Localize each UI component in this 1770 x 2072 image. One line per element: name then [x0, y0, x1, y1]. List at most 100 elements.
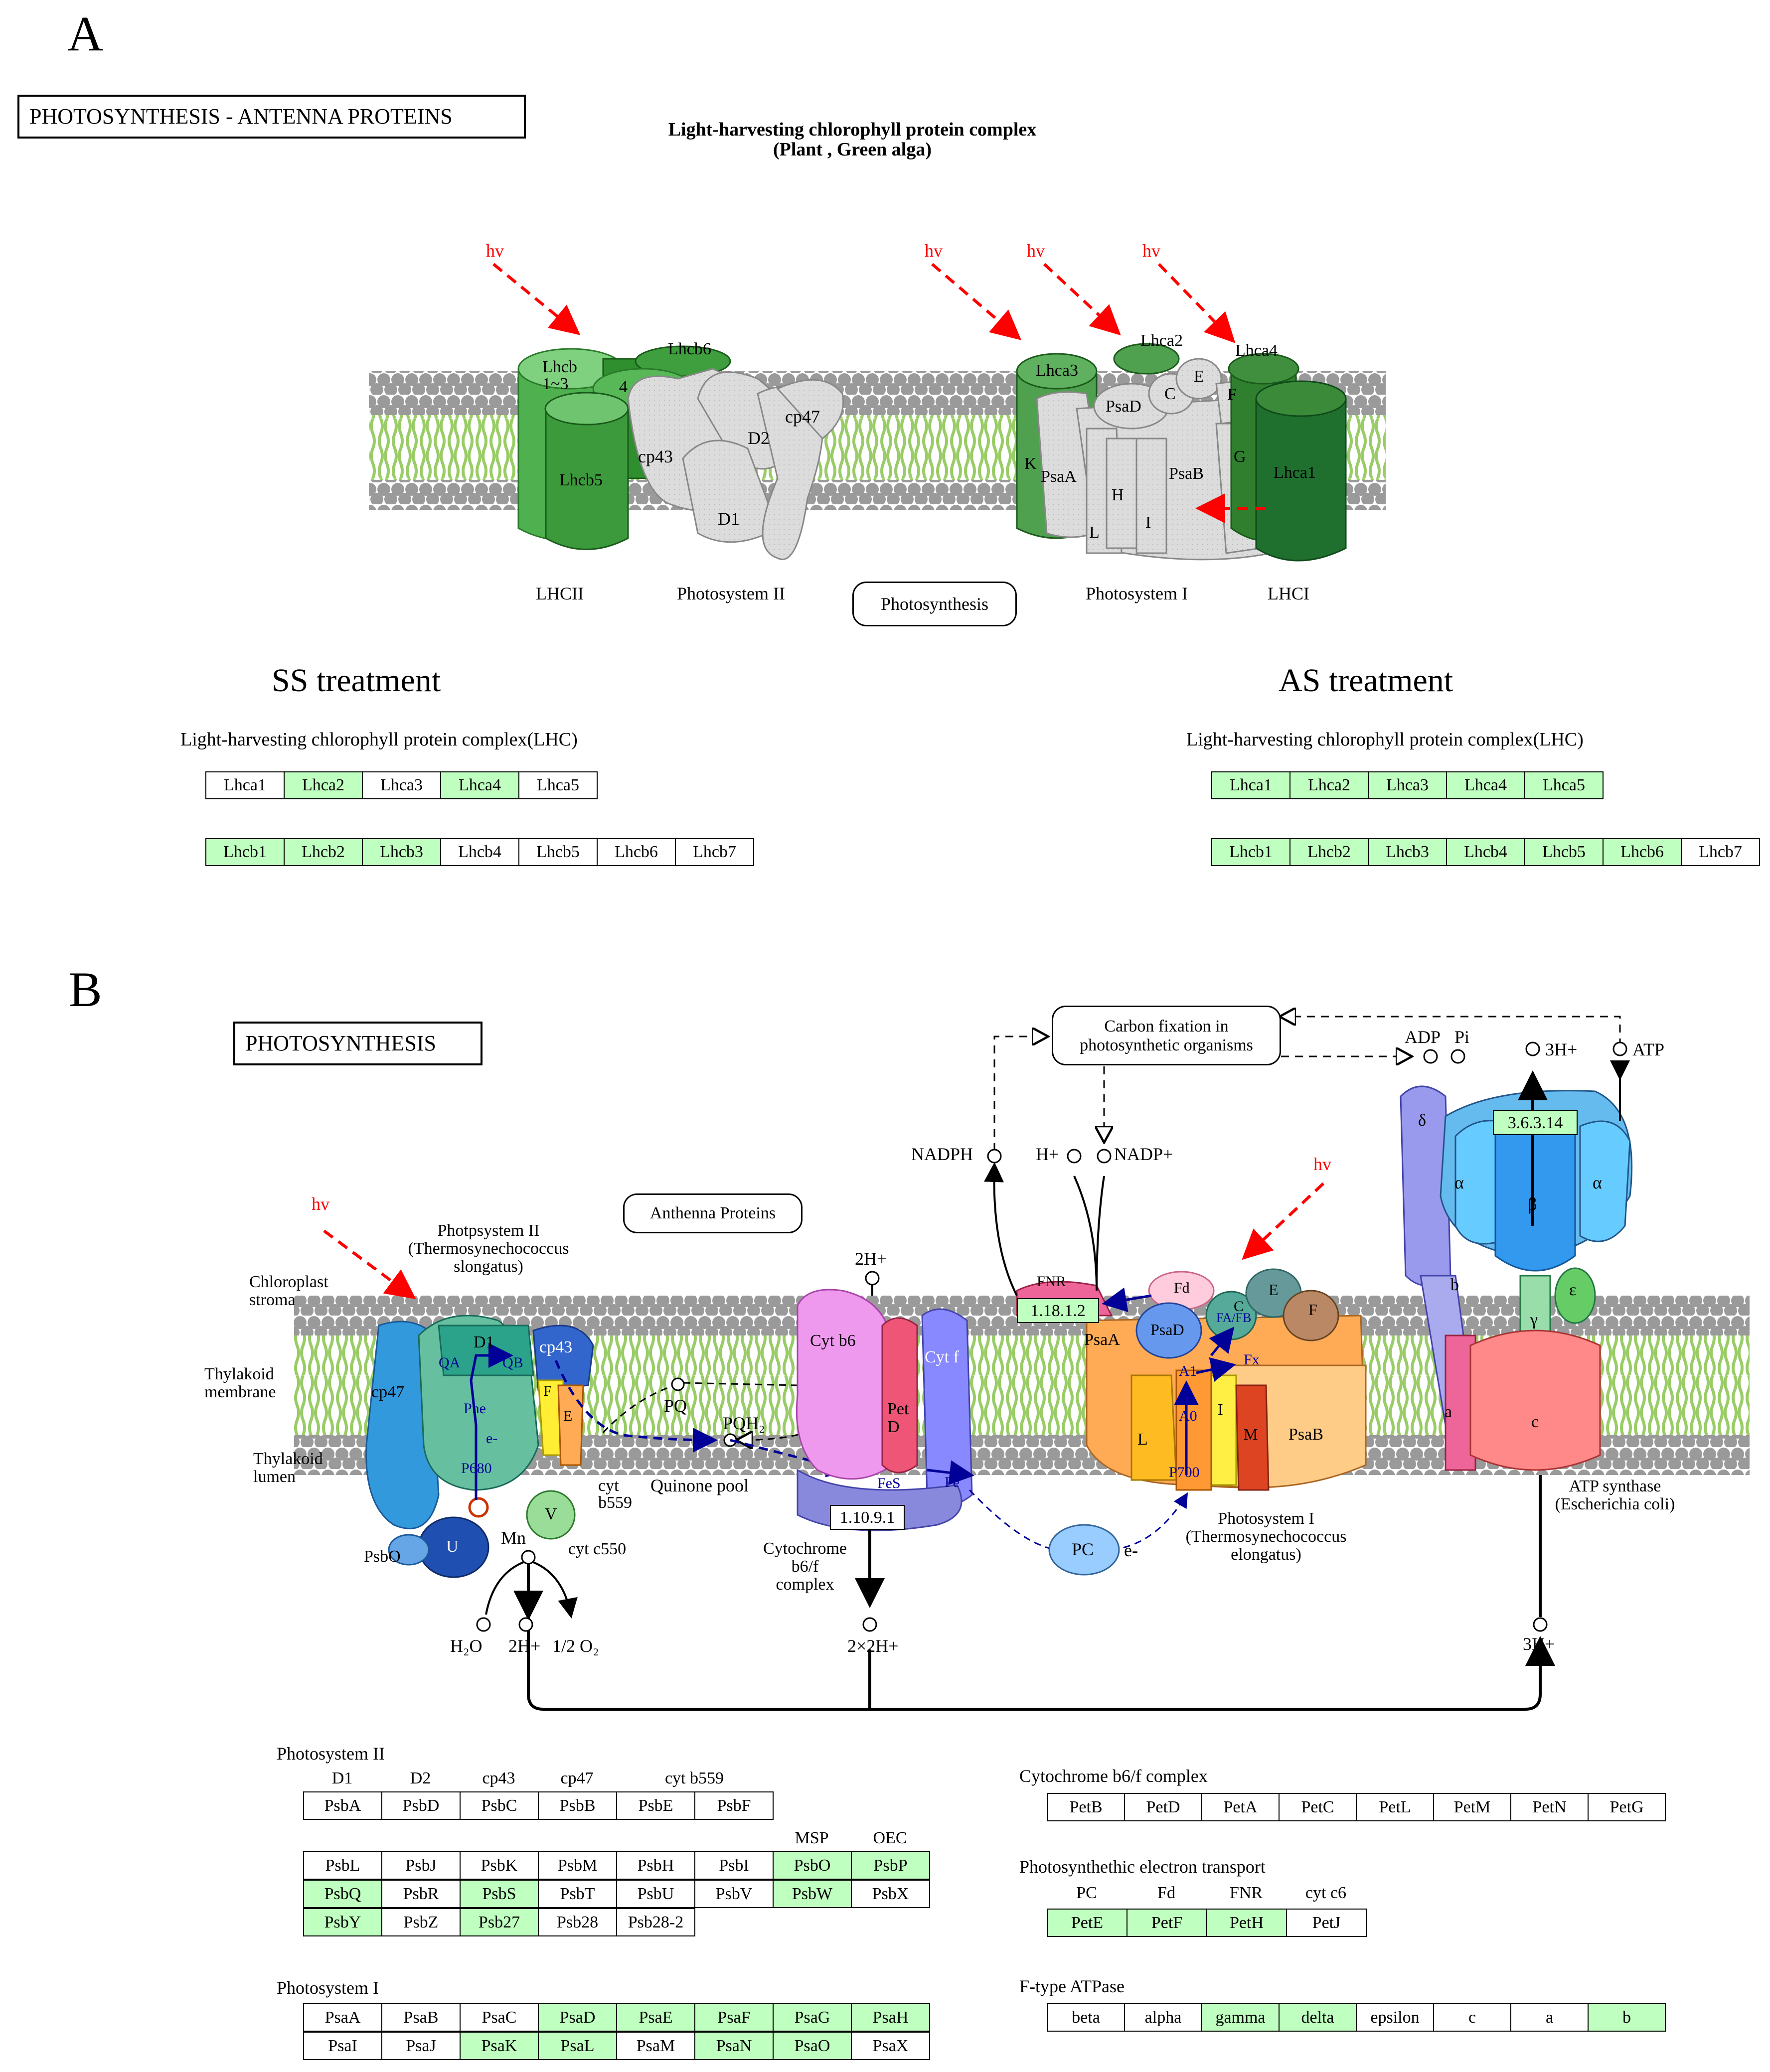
gene-box-petf[interactable]: PetF [1126, 1909, 1207, 1937]
gene-box-lhca3[interactable]: Lhca3 [362, 771, 441, 799]
panel-a-map-title[interactable]: PHOTOSYNTHESIS - ANTENNA PROTEINS [17, 95, 526, 139]
label-k[interactable]: K [1024, 454, 1037, 473]
ps1-f[interactable]: F [1308, 1301, 1317, 1319]
two-h-plus-label[interactable]: 2H+ [855, 1249, 887, 1269]
gene-box-psby[interactable]: PsbY [303, 1908, 382, 1936]
gene-box-lhcb5[interactable]: Lhcb5 [518, 838, 598, 866]
gene-box-psan[interactable]: PsaN [694, 2032, 774, 2060]
gene-box-c[interactable]: c [1433, 2003, 1511, 2032]
gene-box-lhca5[interactable]: Lhca5 [518, 771, 598, 799]
gene-box-lhcb2[interactable]: Lhcb2 [284, 838, 363, 866]
label-g[interactable]: G [1234, 447, 1246, 466]
pc-label[interactable]: PC [1072, 1539, 1094, 1559]
gene-box-psbr[interactable]: PsbR [381, 1880, 461, 1908]
gene-box-psaj[interactable]: PsaJ [381, 2032, 461, 2060]
fd[interactable]: Fd [1174, 1280, 1190, 1296]
gene-box-psaf[interactable]: PsaF [694, 2003, 774, 2032]
gene-box-psbj[interactable]: PsbJ [381, 1851, 461, 1880]
atp-b[interactable]: b [1450, 1276, 1459, 1294]
label-i[interactable]: I [1145, 513, 1151, 532]
pq-label[interactable]: PQ [664, 1396, 687, 1416]
gene-box-psbs[interactable]: PsbS [460, 1880, 539, 1908]
gene-box-lhcb3[interactable]: Lhcb3 [1368, 838, 1447, 866]
atp-label[interactable]: ATP [1632, 1039, 1665, 1059]
gene-box-psbc[interactable]: PsbC [460, 1791, 539, 1820]
label-lhca3[interactable]: Lhca3 [1036, 361, 1078, 380]
label-cp47[interactable]: cp47 [785, 407, 820, 427]
ps2-v[interactable]: V [545, 1505, 557, 1523]
gene-box-psbf[interactable]: PsbF [694, 1791, 774, 1820]
ps2-f[interactable]: F [543, 1383, 552, 1399]
ps1-fafb[interactable]: FA/FB [1216, 1311, 1252, 1325]
label-c[interactable]: C [1164, 385, 1176, 403]
gene-box-petc[interactable]: PetC [1279, 1793, 1357, 1821]
label-f[interactable]: F [1227, 385, 1237, 404]
gene-box-psak[interactable]: PsaK [460, 2032, 539, 2060]
antenna-proteins-link[interactable]: Anthenna Proteins [623, 1193, 803, 1233]
gene-box-psbw[interactable]: PsbW [773, 1880, 852, 1908]
gene-box-psab[interactable]: PsaB [381, 2003, 461, 2032]
gene-box-lhcb3[interactable]: Lhcb3 [362, 838, 441, 866]
ps2-qb[interactable]: QB [502, 1354, 523, 1371]
ps1-l[interactable]: L [1137, 1430, 1148, 1449]
gene-box-lhca4[interactable]: Lhca4 [440, 771, 519, 799]
mn-label[interactable]: Mn [501, 1528, 526, 1548]
gene-box-lhca3[interactable]: Lhca3 [1368, 771, 1447, 799]
gene-box-lhca1[interactable]: Lhca1 [1211, 771, 1290, 799]
panel-b-map-title[interactable]: PHOTOSYNTHESIS [233, 1022, 483, 1065]
ec-3-6-3-14[interactable]: 3.6.3.14 [1493, 1110, 1578, 1135]
gene-box-petj[interactable]: PetJ [1286, 1909, 1367, 1937]
label-lhca2[interactable]: Lhca2 [1140, 331, 1183, 350]
gene-box-lhca1[interactable]: Lhca1 [205, 771, 285, 799]
label-e[interactable]: E [1194, 367, 1204, 386]
gene-box-lhca2[interactable]: Lhca2 [284, 771, 363, 799]
ps1-fx[interactable]: Fx [1244, 1351, 1260, 1368]
nadp-plus-label[interactable]: NADP+ [1114, 1144, 1173, 1164]
ps1-c[interactable]: C [1234, 1298, 1244, 1315]
cyt-b6[interactable]: Cyt b6 [810, 1332, 856, 1350]
gene-box-lhcb6[interactable]: Lhcb6 [597, 838, 676, 866]
gene-box-peth[interactable]: PetH [1206, 1909, 1287, 1937]
pqh2-label[interactable]: PQH₂ [723, 1413, 765, 1433]
gene-box-lhcb7[interactable]: Lhcb7 [1681, 838, 1760, 866]
label-lhcb6[interactable]: Lhcb6 [668, 340, 711, 358]
ps1-i[interactable]: I [1218, 1400, 1223, 1418]
ps2-u[interactable]: U [446, 1537, 459, 1556]
gene-box-psah[interactable]: PsaH [851, 2003, 930, 2032]
gene-box-epsilon[interactable]: epsilon [1356, 2003, 1434, 2032]
label-psab[interactable]: PsaB [1169, 464, 1204, 483]
label-d1[interactable]: D1 [718, 509, 740, 529]
ps1-psaa[interactable]: PsaA [1084, 1331, 1120, 1349]
atp-a[interactable]: a [1445, 1403, 1452, 1421]
atp-c[interactable]: c [1531, 1413, 1539, 1431]
label-l[interactable]: L [1089, 523, 1100, 542]
gene-box-psbl[interactable]: PsbL [303, 1851, 382, 1880]
label-lhcb[interactable]: Lhcb [542, 358, 577, 376]
fnr[interactable]: FNR [1037, 1273, 1066, 1290]
gene-box-lhca2[interactable]: Lhca2 [1289, 771, 1369, 799]
label-d2[interactable]: D2 [748, 428, 770, 448]
gene-box-lhcb1[interactable]: Lhcb1 [205, 838, 285, 866]
gene-box-psbb[interactable]: PsbB [538, 1791, 617, 1820]
gene-box-psai[interactable]: PsaI [303, 2032, 382, 2060]
label-cp43[interactable]: cp43 [638, 446, 673, 466]
gene-box-gamma[interactable]: gamma [1201, 2003, 1280, 2032]
gene-box-lhca4[interactable]: Lhca4 [1446, 771, 1525, 799]
gene-box-lhcb5[interactable]: Lhcb5 [1524, 838, 1604, 866]
gene-box-lhcb1[interactable]: Lhcb1 [1211, 838, 1290, 866]
atp-epsilon[interactable]: ε [1569, 1281, 1577, 1299]
gene-box-psbd[interactable]: PsbD [381, 1791, 461, 1820]
gene-box-a[interactable]: a [1510, 2003, 1589, 2032]
half-o2-label[interactable]: 1/2 O₂ [552, 1636, 599, 1656]
gene-box-petb[interactable]: PetB [1047, 1793, 1125, 1821]
atp-delta[interactable]: δ [1418, 1111, 1427, 1130]
gene-box-psbx[interactable]: PsbX [851, 1880, 930, 1908]
ec-1-18-1-2[interactable]: 1.18.1.2 [1017, 1298, 1099, 1323]
fes[interactable]: FeS [877, 1475, 901, 1491]
cyt-f[interactable]: Cyt f [925, 1348, 959, 1366]
gene-box-psbi[interactable]: PsbI [694, 1851, 774, 1880]
gene-box-psbu[interactable]: PsbU [616, 1880, 695, 1908]
atp-alpha-right[interactable]: α [1593, 1173, 1602, 1192]
gene-box-psbt[interactable]: PsbT [538, 1880, 617, 1908]
gene-box-b[interactable]: b [1588, 2003, 1666, 2032]
